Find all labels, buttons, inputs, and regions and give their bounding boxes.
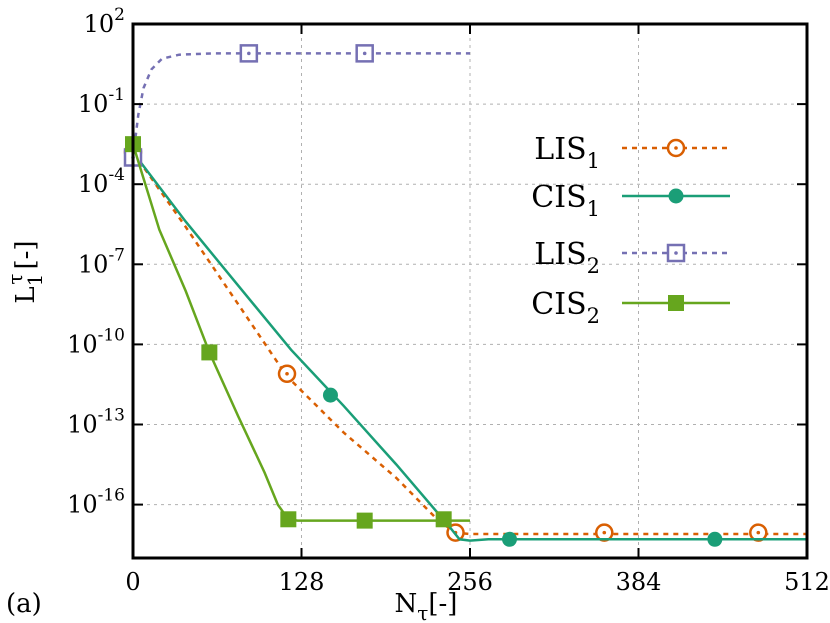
- y-tick-label-exp: -13: [98, 406, 125, 426]
- legend-label-main: LIS: [534, 237, 586, 272]
- y-tick-label-base: 10: [67, 330, 98, 358]
- y-axis-label-rest: [-]: [11, 240, 41, 269]
- y-axis-label-main: L: [11, 286, 41, 303]
- y-axis-label-sub: 1: [23, 274, 47, 287]
- y-tick-label-exp: 2: [114, 5, 125, 25]
- y-tick-label: 102: [84, 5, 125, 38]
- x-axis-label: Nτ[-]: [395, 589, 458, 623]
- x-tick-label: 256: [447, 568, 493, 596]
- series-point: [707, 531, 723, 547]
- legend-marker: [668, 295, 684, 311]
- y-tick-label-base: 10: [78, 90, 109, 118]
- grid-lines: [133, 24, 807, 558]
- series-point: [356, 512, 373, 529]
- y-tick-label-exp: -10: [98, 325, 125, 345]
- y-tick-label-base: 10: [67, 411, 98, 439]
- y-tick-label: 10-13: [67, 406, 125, 439]
- series-lis2: [123, 44, 470, 167]
- legend-label-sub: 1: [587, 149, 600, 173]
- y-axis-label: L1τ [-]: [3, 240, 47, 303]
- y-tick-label-exp: -4: [108, 165, 125, 185]
- series-line: [131, 52, 470, 158]
- series-point: [355, 44, 374, 63]
- x-axis-label-sub: τ: [417, 601, 428, 623]
- legend-marker: [668, 188, 684, 204]
- series-line: [131, 151, 807, 536]
- legend-label-main: LIS: [534, 132, 586, 167]
- y-tick-label: 10-7: [78, 245, 125, 278]
- y-tick-label: 10-16: [67, 486, 125, 519]
- series-layer: [123, 44, 807, 547]
- x-tick-label: 128: [279, 568, 325, 596]
- y-tick-label-exp: -1: [108, 85, 125, 105]
- series-cis2: [125, 136, 470, 529]
- series-point: [749, 523, 768, 542]
- x-axis-label-rest: [-]: [428, 589, 457, 619]
- legend-label-sub: 2: [587, 304, 600, 328]
- y-tick-label-base: 10: [84, 10, 115, 38]
- y-tick-label-exp: -7: [108, 245, 125, 265]
- panel-label: (a): [6, 589, 42, 619]
- series-cis1: [125, 144, 807, 547]
- x-tick-label: 384: [616, 568, 662, 596]
- legend-label: LIS1: [534, 132, 600, 173]
- series-point: [435, 511, 452, 528]
- series-point: [501, 531, 517, 547]
- x-tick-label: 0: [125, 568, 140, 596]
- y-tick-label-base: 10: [78, 250, 109, 278]
- series-point: [277, 364, 297, 384]
- legend-label-main: CIS: [531, 180, 586, 215]
- legend-label-main: CIS: [531, 287, 586, 322]
- series-point: [201, 344, 218, 361]
- x-axis-label-main: N: [395, 589, 418, 619]
- x-tick-label: 512: [784, 568, 830, 596]
- y-tick-label-base: 10: [67, 491, 98, 519]
- series-line: [132, 151, 807, 542]
- legend-label-sub: 1: [587, 197, 600, 221]
- series-point: [322, 387, 338, 403]
- legend-marker: [666, 138, 686, 158]
- legend-marker: [666, 243, 686, 263]
- y-tick-label-exp: -16: [98, 486, 125, 506]
- legend-label: LIS2: [534, 237, 600, 278]
- legend-label: CIS1: [531, 180, 600, 221]
- legend-label: CIS2: [531, 287, 600, 328]
- series-lis1: [123, 142, 807, 542]
- y-tick-label: 10-10: [67, 325, 125, 358]
- y-tick-label: 10-4: [78, 165, 125, 198]
- series-point: [239, 44, 259, 63]
- y-tick-label: 10-1: [78, 85, 125, 118]
- y-axis-label-sup: τ: [3, 274, 27, 285]
- y-tick-label-base: 10: [78, 170, 109, 198]
- legend-label-sub: 2: [587, 254, 600, 278]
- series-point: [280, 511, 297, 528]
- series-point: [595, 523, 614, 542]
